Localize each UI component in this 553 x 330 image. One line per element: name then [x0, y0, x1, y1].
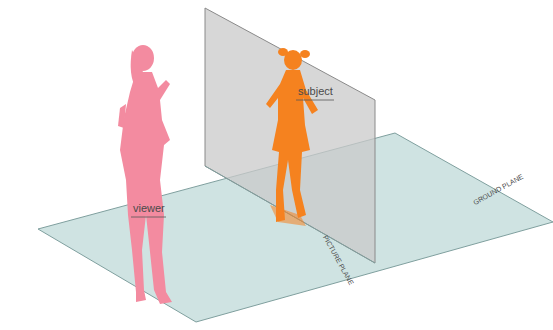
viewer-leader — [131, 217, 166, 218]
plane-intersection — [205, 166, 375, 263]
viewer-label: viewer — [133, 203, 165, 214]
subject-label: subject — [298, 86, 333, 97]
viewer-figure — [118, 45, 172, 304]
subject-leader — [296, 100, 334, 101]
picture-plane — [205, 8, 375, 263]
subject-figure — [266, 48, 318, 226]
